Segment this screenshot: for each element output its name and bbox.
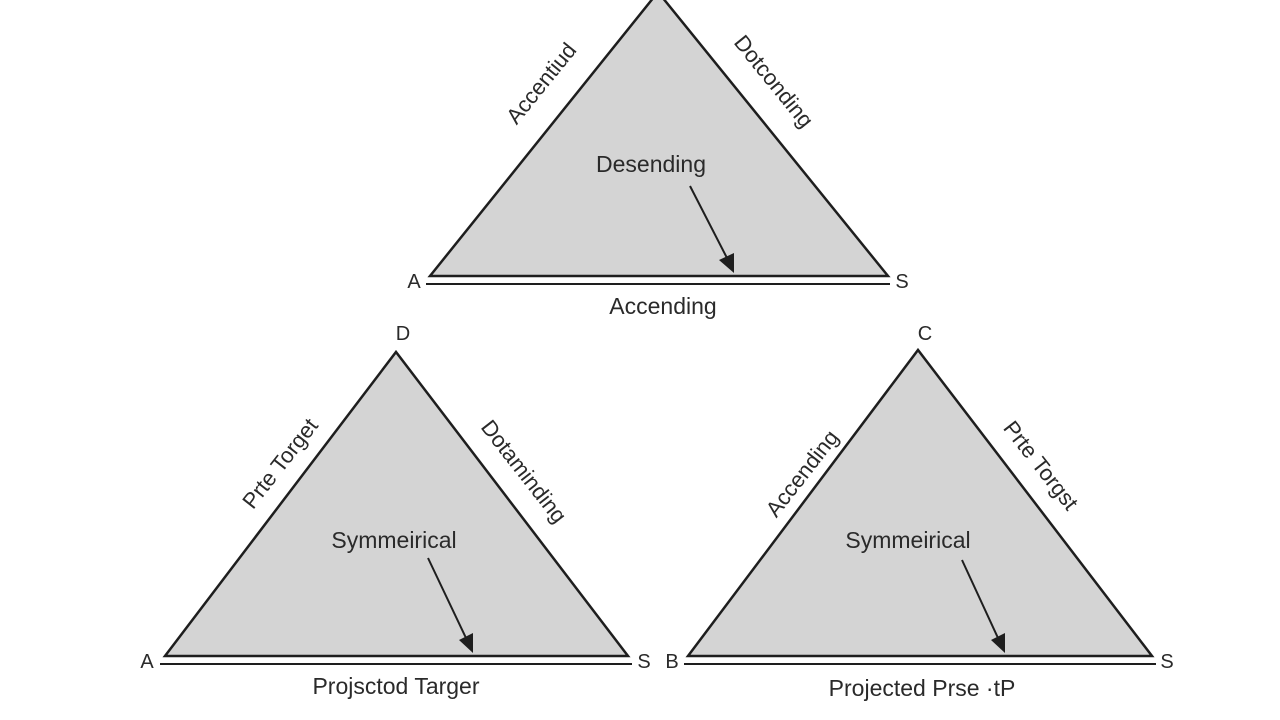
right-triangle xyxy=(685,347,1155,658)
left-triangle-group: D Prte Torget Dotaminding Symmeirical A … xyxy=(140,323,650,699)
left-triangle-bottom-label: Projsctod Targer xyxy=(312,673,479,699)
right-triangle-vertex-top: C xyxy=(918,323,932,345)
top-triangle-center-label: Desending xyxy=(596,151,706,177)
left-triangle-vertex-top: D xyxy=(396,323,410,345)
top-triangle xyxy=(427,0,891,278)
right-triangle-vertex-left: B xyxy=(665,651,678,673)
top-triangle-bottom-label: Accending xyxy=(609,293,716,319)
left-triangle-arrow-line xyxy=(427,557,467,639)
top-triangle-vertex-right: S xyxy=(895,271,908,293)
right-triangle-arrow-head xyxy=(991,633,1005,653)
left-triangle-center-label: Symmeirical xyxy=(331,527,456,553)
right-triangle-center-label: Symmeirical xyxy=(845,527,970,553)
right-triangle-vertex-right: S xyxy=(1160,651,1173,673)
left-triangle-vertex-right: S xyxy=(637,651,650,673)
right-triangle-arrow-line xyxy=(961,559,999,639)
top-triangle-group: Accentiud Dotconding Desending A S Accen… xyxy=(407,0,909,319)
left-triangle-vertex-left: A xyxy=(140,651,154,673)
top-triangle-arrow-head xyxy=(719,253,734,273)
right-triangle-bottom-label: Projected Prse ·tP xyxy=(829,675,1016,701)
right-triangle-group: C Accending Prte Torgst Symmeirical B S … xyxy=(665,323,1173,701)
top-triangle-arrow-line xyxy=(689,185,728,259)
left-triangle-arrow-head xyxy=(459,633,473,653)
left-triangle xyxy=(162,349,631,658)
top-triangle-vertex-left: A xyxy=(407,271,421,293)
